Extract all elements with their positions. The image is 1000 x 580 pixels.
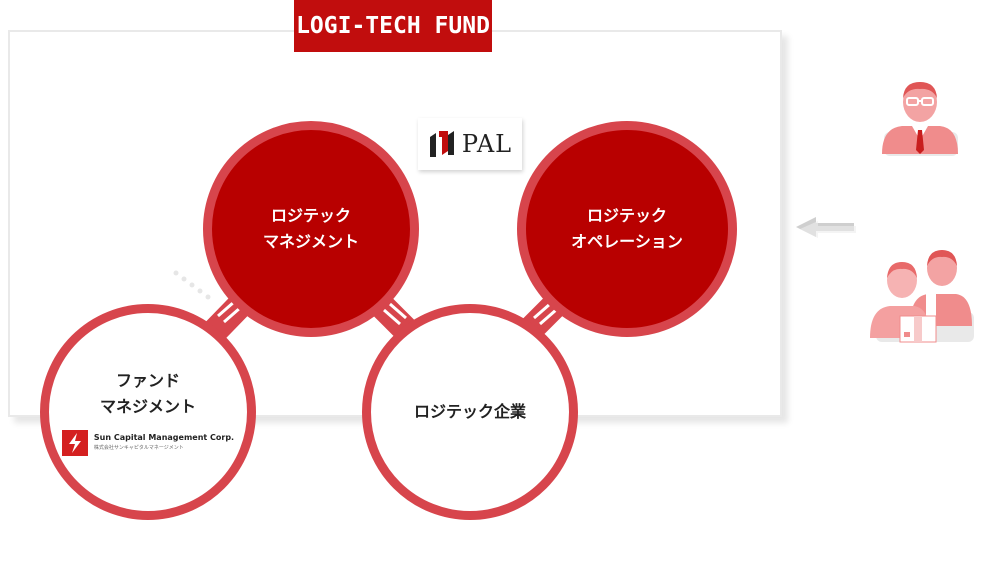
- operations-line2: オペレーション: [571, 232, 683, 251]
- fund-line2: マネジメント: [99, 397, 196, 416]
- pal-text: PAL: [461, 130, 513, 158]
- arrow-left-icon: [796, 217, 856, 238]
- circle-logitech-management: ロジテック マネジメント: [203, 121, 419, 337]
- sun-capital-mark-icon: [61, 430, 88, 456]
- businessman-icon: [882, 82, 958, 156]
- dotted-trail: [173, 270, 211, 300]
- fund-line1: ファンド: [115, 371, 180, 390]
- circle-logitech-operations: ロジテック オペレーション: [517, 121, 737, 337]
- sun-capital-name: Sun Capital Management Corp.: [93, 433, 235, 442]
- management-line1: ロジテック: [270, 206, 351, 225]
- sun-capital-sub: 株式会社サンキャピタルマネージメント: [93, 445, 184, 451]
- corporation-label: ロジテック企業: [413, 402, 526, 421]
- sun-capital-logo: Sun Capital Management Corp. 株式会社サンキャピタル…: [61, 430, 235, 456]
- management-line2: マネジメント: [262, 232, 359, 251]
- fund-label: LOGI-TECH FUND: [294, 0, 492, 52]
- circle-logitech-corporation: ロジテック企業: [362, 304, 578, 520]
- pal-mark-icon: [429, 131, 454, 157]
- circle-fund-management: ファンド マネジメント Sun Capital Management Corp.…: [40, 304, 256, 520]
- pal-logo: PAL: [418, 118, 522, 170]
- workers-icon: [870, 250, 974, 343]
- operations-line1: ロジテック: [586, 206, 667, 225]
